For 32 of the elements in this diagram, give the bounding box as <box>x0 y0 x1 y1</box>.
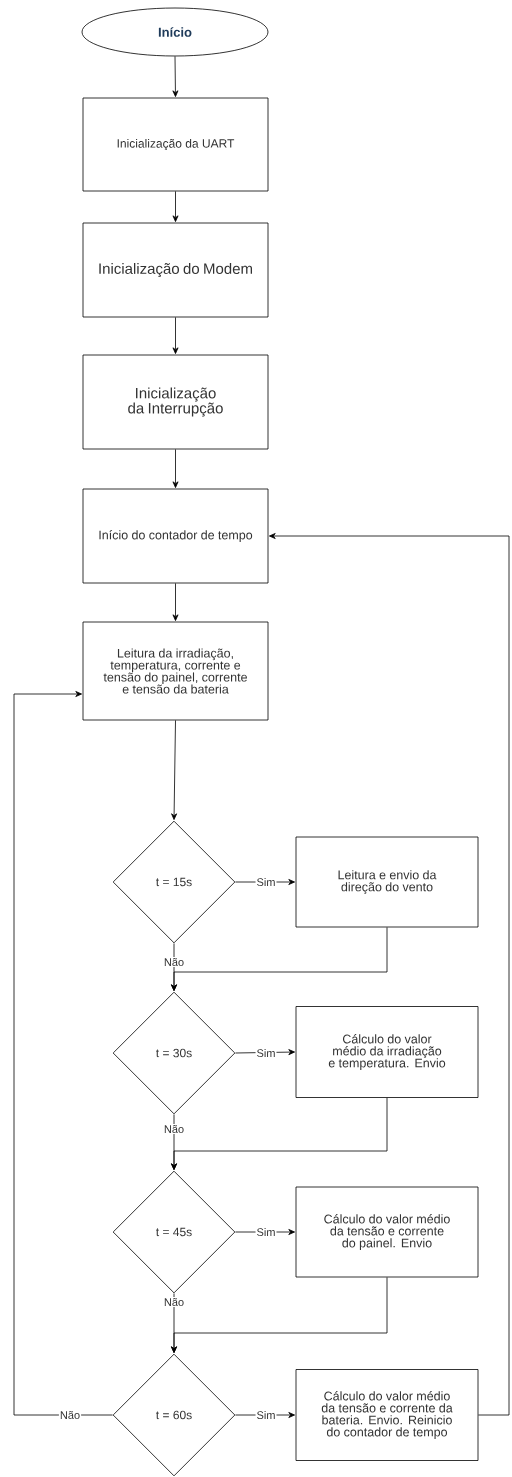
arrow <box>172 583 179 621</box>
arrow <box>235 1229 295 1235</box>
arrow <box>235 879 295 885</box>
arrow <box>171 927 388 991</box>
arrow <box>172 56 179 97</box>
arrow <box>172 449 179 488</box>
edge-label: Não <box>58 1410 82 1420</box>
process-box: Inicialização da Interrupção <box>82 354 269 450</box>
edge-label: Sim <box>255 1047 277 1059</box>
arrow <box>13 691 113 1416</box>
edge-label: Sim <box>255 1410 277 1421</box>
arrow <box>171 1277 388 1353</box>
process-box: Inicialização do Modem <box>82 222 269 318</box>
process-box: Cálculo do valor médio da tensão e corrente da bateria. Envio. Reinicio do contador de tempo <box>295 1369 479 1461</box>
process-box: Cálculo do valor médio da irradiação e temperatura. Envio <box>295 1006 479 1098</box>
arrow <box>269 533 510 1416</box>
edge-label: Sim <box>255 1226 277 1238</box>
process-box: Inicialização da UART <box>82 97 269 192</box>
arrow <box>171 720 178 820</box>
arrow <box>171 1097 388 1170</box>
edge-label: Sim <box>255 876 277 888</box>
edge-label: Não <box>162 1124 186 1134</box>
process-box: Leitura e envio da direção do vento <box>295 836 479 928</box>
arrow <box>172 191 179 222</box>
edge-label: Não <box>162 957 186 967</box>
arrow <box>235 1412 295 1418</box>
edge-label: Não <box>162 1297 186 1307</box>
process-box: Cálculo do valor médio da tensão e corrente do painel. Envio <box>295 1186 479 1278</box>
arrow <box>172 317 179 354</box>
process-box: Início do contador de tempo <box>82 488 269 584</box>
process-box: Leitura da irradiação, temperatura, corrente e tensão do painel, corrente e tensão da bateria <box>82 621 269 721</box>
arrow <box>235 1049 295 1056</box>
